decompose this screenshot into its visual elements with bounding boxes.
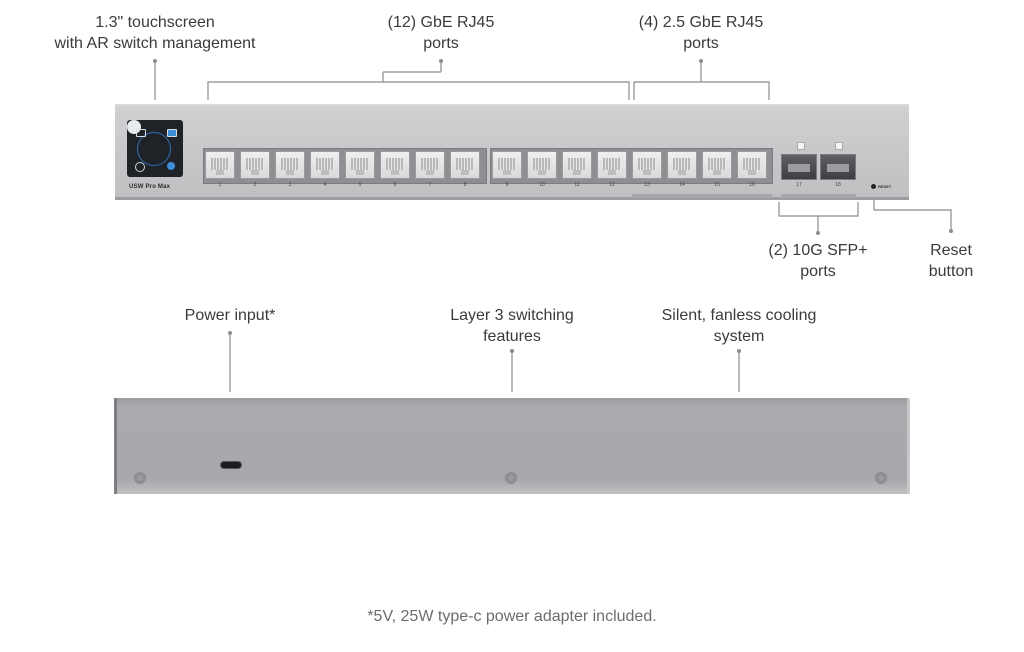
rj45-port-number: 12 [609,182,615,188]
screw-right [875,472,887,484]
switch-rear-panel [114,398,910,494]
sfp-port-number: 18 [835,182,841,188]
usb-c-power-port[interactable] [220,461,242,469]
screen-window-icon [136,129,146,137]
rj45-port-3[interactable] [275,151,305,179]
rj45-port-number: 11 [574,182,580,188]
gbe25-bracket [633,81,770,100]
rj45-port-13[interactable] [632,151,662,179]
touchscreen-callout: 1.3" touchscreen with AR switch manageme… [54,14,256,52]
screen-settings-icon [167,162,175,170]
rj45-port-number: 13 [644,182,650,188]
rj45-port-15[interactable] [702,151,732,179]
touchscreen-display[interactable] [127,120,183,177]
rj45-port-number: 3 [288,182,292,188]
sfp-port-number: 17 [796,182,802,188]
rj45-port-2[interactable] [240,151,270,179]
sfp-led-18 [835,142,843,150]
screw-left [134,472,146,484]
model-label: USW Pro Max [129,184,171,190]
sfp-speed-bar [781,194,856,198]
screw-center [505,472,517,484]
layer3-callout: Layer 3 switching features [450,307,574,345]
rj45-port-number: 14 [679,182,685,188]
rj45-port-6[interactable] [380,151,410,179]
cooling-callout: Silent, fanless cooling system [661,307,817,345]
rj45-port-16[interactable] [737,151,767,179]
reset-button-callout: Reset button [928,242,974,280]
rj45-port-8[interactable] [450,151,480,179]
rj45-port-14[interactable] [667,151,697,179]
rj45-port-5[interactable] [345,151,375,179]
rj45-port-4[interactable] [310,151,340,179]
rj45-port-number: 15 [714,182,720,188]
rj45-port-number: 6 [393,182,397,188]
gbe-bracket [207,81,630,100]
rj45-port-7[interactable] [415,151,445,179]
screen-ring [137,132,171,166]
rj45-port-number: 5 [358,182,362,188]
reset-label: RESET [878,184,892,189]
gbe-ports-callout: (12) GbE RJ45 ports [387,14,495,52]
sfp-port-17[interactable] [781,154,817,180]
screen-help-icon [135,162,145,172]
rj45-port-number: 9 [505,182,509,188]
rj45-port-number: 2 [253,182,257,188]
gbe25-ports-callout: (4) 2.5 GbE RJ45 ports [638,14,764,52]
power-input-callout: Power input* [184,307,276,324]
footnote: *5V, 25W type-c power adapter included. [367,608,657,625]
reset-leader [873,192,952,230]
sfp-ports-callout: (2) 10G SFP+ ports [768,242,868,280]
screen-center-icon [127,120,141,134]
sfp-bracket [778,202,859,217]
gbe25-speed-bar [632,194,772,198]
rj45-port-10[interactable] [527,151,557,179]
screen-network-icon [167,129,177,137]
rj45-port-number: 8 [463,182,467,188]
rj45-port-number: 10 [539,182,545,188]
sfp-led-17 [797,142,805,150]
rj45-port-number: 16 [749,182,755,188]
reset-button[interactable] [871,184,876,189]
rj45-port-12[interactable] [597,151,627,179]
rj45-port-number: 7 [428,182,432,188]
rj45-port-number: 1 [218,182,222,188]
sfp-port-18[interactable] [820,154,856,180]
rj45-port-11[interactable] [562,151,592,179]
rj45-port-number: 4 [323,182,327,188]
rj45-port-9[interactable] [492,151,522,179]
rj45-port-1[interactable] [205,151,235,179]
